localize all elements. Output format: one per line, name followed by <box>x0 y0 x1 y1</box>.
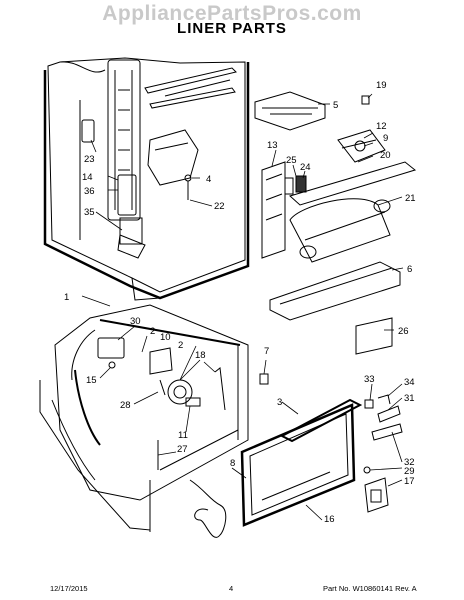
callout-6: 6 <box>407 264 412 275</box>
callout-16: 16 <box>324 514 335 525</box>
wire-harness <box>189 479 227 538</box>
callout-4: 4 <box>206 174 211 185</box>
callout-36: 36 <box>84 186 95 197</box>
callout-35: 35 <box>84 207 95 218</box>
upper-liner <box>43 57 250 301</box>
duct-assembly <box>107 59 141 221</box>
callout-2-lower: 2 <box>178 340 183 351</box>
callout-32: 32 <box>404 457 415 468</box>
callout-labels: 19 5 12 9 13 20 25 24 21 6 26 23 14 36 3… <box>64 80 416 525</box>
callout-30: 30 <box>130 316 141 327</box>
callout-11: 11 <box>178 430 188 441</box>
door-assembly <box>240 398 363 527</box>
callout-21: 21 <box>405 193 416 204</box>
control-panel <box>261 161 307 259</box>
callout-7: 7 <box>264 346 269 357</box>
lower-components <box>97 337 226 470</box>
callout-5: 5 <box>333 100 338 111</box>
leader-lines <box>81 93 404 521</box>
callout-1: 1 <box>64 292 69 303</box>
callout-18: 18 <box>195 350 206 361</box>
fan-housing <box>147 129 199 200</box>
callout-23: 23 <box>84 154 95 165</box>
callout-31: 31 <box>404 393 415 404</box>
callout-3: 3 <box>277 397 282 408</box>
footer-date: 12/17/2015 <box>50 584 88 593</box>
callout-19: 19 <box>376 80 387 91</box>
callout-25: 25 <box>286 155 297 166</box>
shelf-assembly <box>269 161 417 355</box>
callout-33: 33 <box>364 374 375 385</box>
watermark: AppliancePartsPros.com <box>102 2 362 25</box>
page-title: LINER PARTS <box>177 20 287 37</box>
lower-liner <box>39 304 249 532</box>
callout-29: 29 <box>404 466 415 477</box>
callout-20: 20 <box>380 150 391 161</box>
left-components <box>81 119 146 259</box>
callout-12: 12 <box>376 121 387 132</box>
callout-14: 14 <box>82 172 93 183</box>
callout-28: 28 <box>120 400 131 411</box>
footer-part-number: Part No. W10860141 Rev. A <box>323 584 417 593</box>
callout-2-upper: 2 <box>150 326 155 337</box>
top-rails <box>144 67 237 109</box>
callout-13: 13 <box>267 140 278 151</box>
callout-17: 17 <box>404 476 415 487</box>
footer-page-number: 4 <box>229 584 234 593</box>
right-lower-parts <box>363 394 403 513</box>
callout-9: 9 <box>383 133 388 144</box>
callout-8: 8 <box>230 458 235 469</box>
part-7-clip <box>259 373 269 385</box>
callout-22: 22 <box>214 201 225 212</box>
callout-10: 10 <box>160 332 171 343</box>
right-upper-parts <box>254 91 386 163</box>
callout-15: 15 <box>86 375 97 386</box>
callout-26: 26 <box>398 326 409 337</box>
callout-24: 24 <box>300 162 311 173</box>
callout-27: 27 <box>177 444 188 455</box>
callout-34: 34 <box>404 377 415 388</box>
